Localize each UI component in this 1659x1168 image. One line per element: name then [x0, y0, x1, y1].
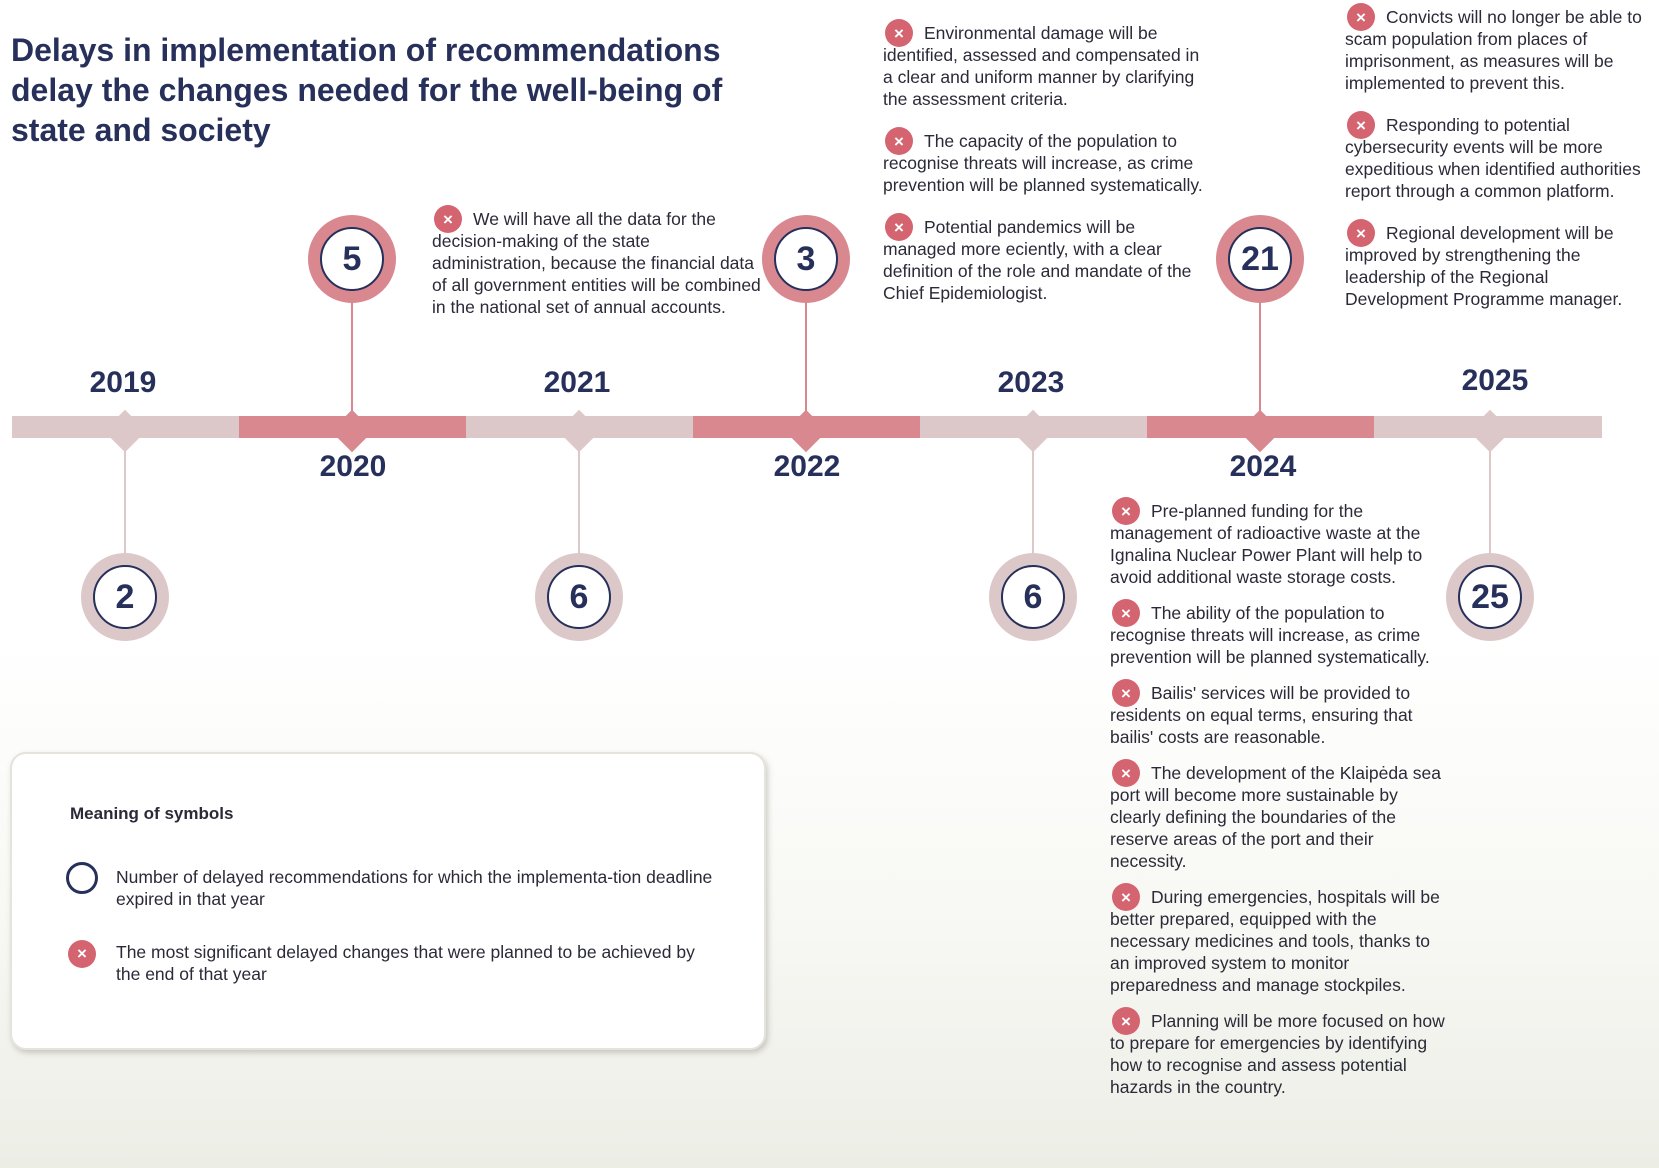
- count-value: 3: [774, 227, 838, 291]
- year-label-2021: 2021: [543, 366, 611, 399]
- year-label-2024: 2024: [1229, 450, 1297, 483]
- stem-2021: [578, 440, 580, 555]
- change-item: ×Potential pandemics will be managed mor…: [883, 213, 1208, 304]
- stem-2025: [1489, 440, 1491, 555]
- change-text: The ability of the population to recogni…: [1110, 603, 1430, 667]
- x-mark-icon: ×: [1112, 1007, 1140, 1035]
- count-value: 6: [1001, 565, 1065, 629]
- legend-x-text: The most significant delayed changes tha…: [116, 942, 695, 984]
- change-text: The capacity of the population to recogn…: [883, 131, 1203, 195]
- year-label-2022: 2022: [773, 450, 841, 483]
- x-mark-icon: ×: [885, 19, 913, 47]
- x-mark-icon: ×: [1112, 599, 1140, 627]
- changes-2024: ×Pre-planned funding for the management …: [1110, 497, 1450, 1098]
- change-text: We will have all the data for the decisi…: [432, 209, 761, 317]
- year-label-2025: 2025: [1461, 364, 1529, 397]
- change-item: ×The ability of the population to recogn…: [1110, 599, 1450, 668]
- change-item: ×Environmental damage will be identified…: [883, 19, 1208, 110]
- year-label-2023: 2023: [997, 366, 1065, 399]
- count-circle-2019: 2: [81, 553, 169, 641]
- x-mark-icon: ×: [1347, 111, 1375, 139]
- change-text: Regional development will be improved by…: [1345, 223, 1623, 309]
- change-item: ×Planning will be more focused on how to…: [1110, 1007, 1450, 1098]
- count-value: 21: [1228, 227, 1292, 291]
- stem-2024: [1259, 300, 1261, 415]
- count-circle-2025: 25: [1446, 553, 1534, 641]
- x-mark-icon: ×: [1112, 497, 1140, 525]
- count-circle-2020: 5: [308, 215, 396, 303]
- change-text: Planning will be more focused on how to …: [1110, 1011, 1445, 1097]
- changes-2025: ×Convicts will no longer be able to scam…: [1345, 3, 1650, 310]
- stem-2020: [351, 300, 353, 415]
- change-item: ×Responding to potential cybersecurity e…: [1345, 111, 1650, 202]
- count-value: 5: [320, 227, 384, 291]
- x-mark-icon: ×: [1112, 883, 1140, 911]
- year-label-2019: 2019: [89, 366, 157, 399]
- change-text: Responding to potential cybersecurity ev…: [1345, 115, 1641, 201]
- change-text: During emergencies, hospitals will be be…: [1110, 887, 1440, 995]
- count-value: 25: [1458, 565, 1522, 629]
- legend-title: Meaning of symbols: [70, 804, 234, 823]
- change-text: Potential pandemics will be managed more…: [883, 217, 1192, 303]
- legend-circle-text: Number of delayed recommendations for wh…: [116, 867, 713, 909]
- change-item: ×We will have all the data for the decis…: [432, 205, 762, 318]
- x-mark-icon: ×: [885, 127, 913, 155]
- change-item: ×Regional development will be improved b…: [1345, 219, 1650, 310]
- change-text: Pre-planned funding for the management o…: [1110, 501, 1423, 587]
- change-text: Convicts will no longer be able to scam …: [1345, 7, 1642, 93]
- change-item: ×Convicts will no longer be able to scam…: [1345, 3, 1650, 94]
- x-mark-icon: ×: [1347, 3, 1375, 31]
- count-value: 2: [93, 565, 157, 629]
- x-mark-icon: ×: [885, 213, 913, 241]
- x-mark-icon: ×: [434, 205, 462, 233]
- stem-2023: [1032, 440, 1034, 555]
- count-circle-2023: 6: [989, 553, 1077, 641]
- change-item: ×During emergencies, hospitals will be b…: [1110, 883, 1450, 996]
- legend-box: Meaning of symbols Number of delayed rec…: [10, 752, 766, 1050]
- change-text: The development of the Klaipėda sea port…: [1110, 763, 1441, 871]
- change-item: ×The capacity of the population to recog…: [883, 127, 1208, 196]
- change-item: ×Pre-planned funding for the management …: [1110, 497, 1450, 588]
- count-circle-2024: 21: [1216, 215, 1304, 303]
- stem-2019: [124, 440, 126, 555]
- x-mark-icon: ×: [1112, 759, 1140, 787]
- circle-outline-icon: [66, 862, 98, 894]
- change-text: Bailis' services will be provided to res…: [1110, 683, 1413, 747]
- changes-2021: ×We will have all the data for the decis…: [432, 205, 762, 318]
- year-label-2020: 2020: [319, 450, 387, 483]
- x-mark-icon: ×: [1347, 219, 1375, 247]
- count-circle-2021: 6: [535, 553, 623, 641]
- count-circle-2022: 3: [762, 215, 850, 303]
- page-title: Delays in implementation of recommendati…: [11, 32, 723, 148]
- change-item: ×The development of the Klaipėda sea por…: [1110, 759, 1450, 872]
- x-mark-icon: ×: [68, 940, 96, 968]
- change-text: Environmental damage will be identified,…: [883, 23, 1200, 109]
- x-mark-icon: ×: [1112, 679, 1140, 707]
- changes-2023: ×Environmental damage will be identified…: [883, 19, 1208, 304]
- count-value: 6: [547, 565, 611, 629]
- stem-2022: [805, 300, 807, 415]
- change-item: ×Bailis' services will be provided to re…: [1110, 679, 1450, 748]
